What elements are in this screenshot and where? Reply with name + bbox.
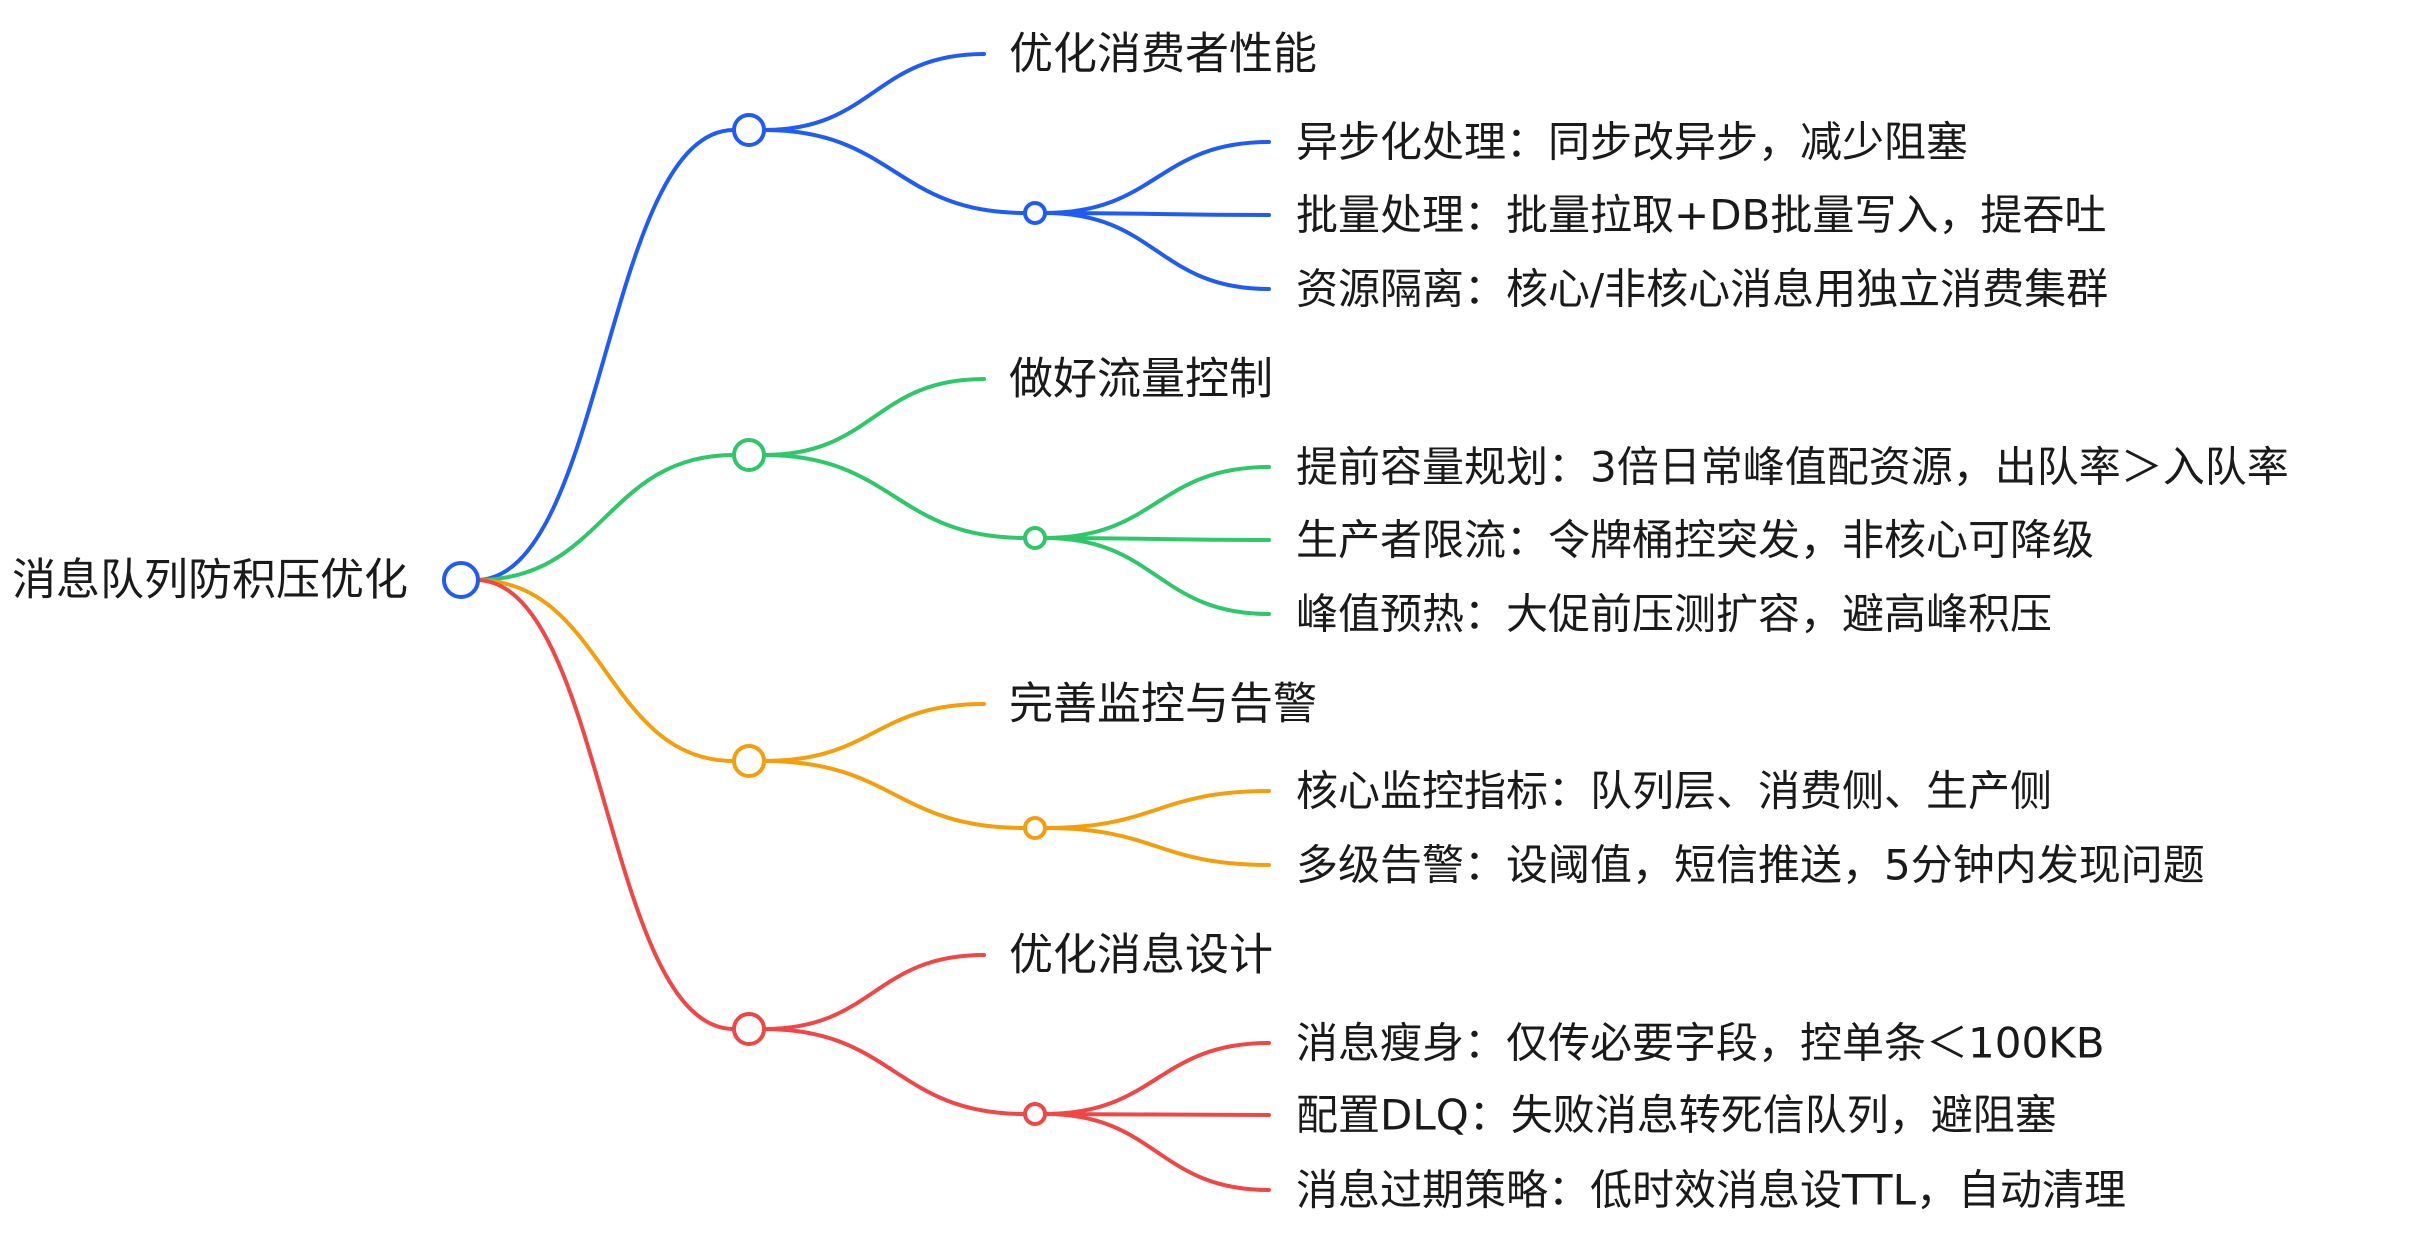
leaf-node-label: 配置DLQ：失败消息转死信队列，避阻塞 [1296, 1091, 2057, 1140]
leaf-edge [1043, 211, 1271, 291]
leaf-node-label: 多级告警：设阈值，短信推送，5分钟内发现问题 [1296, 841, 2205, 890]
mind-map-edges [474, 52, 1271, 1192]
leaf-node-label: 消息瘦身：仅传必要字段，控单条＜100KB [1296, 1019, 2105, 1068]
branch-collapse-toggle-icon[interactable] [732, 1012, 766, 1046]
branch-to-group-edge [762, 1027, 1027, 1116]
leaf-node-label: 峰值预热：大促前压测扩容，避高峰积压 [1296, 590, 2052, 639]
leaf-node-label: 异步化处理：同步改异步，减少阻塞 [1296, 118, 1968, 167]
leaf-node-label: 批量处理：批量拉取+DB批量写入，提吞吐 [1296, 191, 2106, 240]
leaf-edge [1043, 1112, 1271, 1192]
leaf-edge [1043, 536, 1271, 542]
branch-label-edge [762, 702, 986, 763]
branch-label-edge [762, 52, 986, 132]
branch-collapse-toggle-icon[interactable] [732, 744, 766, 778]
root-to-branch-edge [474, 453, 736, 582]
root-to-branch-edge [474, 128, 736, 582]
branch-to-group-edge [762, 453, 1027, 540]
root-to-branch-edge [474, 578, 736, 763]
root-collapse-toggle-icon[interactable] [442, 561, 480, 599]
root-node-label: 消息队列防积压优化 [12, 555, 408, 606]
leaf-node-label: 资源隔离：核心/非核心消息用独立消费集群 [1296, 265, 2108, 314]
leaf-node-label: 核心监控指标：队列层、消费侧、生产侧 [1296, 767, 2052, 816]
branch-label-edge [762, 377, 986, 457]
group-collapse-toggle-icon[interactable] [1023, 526, 1047, 550]
leaf-edge [1043, 211, 1271, 217]
branch-to-group-edge [762, 128, 1027, 215]
branch-collapse-toggle-icon[interactable] [732, 438, 766, 472]
leaf-node-label: 生产者限流：令牌桶控突发，非核心可降级 [1296, 516, 2094, 565]
branch-node-label: 优化消费者性能 [1009, 29, 1317, 80]
group-collapse-toggle-icon[interactable] [1023, 816, 1047, 840]
branch-node-label: 完善监控与告警 [1009, 679, 1317, 730]
mind-map-nodes: 异步化处理：同步改异步，减少阻塞批量处理：批量拉取+DB批量写入，提吞吐资源隔离… [12, 29, 2289, 1215]
branch-node-label: 优化消息设计 [1009, 930, 1273, 981]
branch-collapse-toggle-icon[interactable] [732, 113, 766, 147]
root-to-branch-edge [474, 578, 736, 1031]
leaf-edge [1043, 826, 1271, 867]
leaf-edge [1043, 465, 1271, 540]
leaf-edge [1043, 536, 1271, 616]
branch-to-group-edge [762, 759, 1027, 830]
group-collapse-toggle-icon[interactable] [1023, 201, 1047, 225]
branch-node-label: 做好流量控制 [1009, 354, 1273, 405]
leaf-node-label: 消息过期策略：低时效消息设TTL，自动清理 [1296, 1166, 2126, 1215]
leaf-node-label: 提前容量规划：3倍日常峰值配资源，出队率＞入队率 [1296, 443, 2289, 492]
group-collapse-toggle-icon[interactable] [1023, 1102, 1047, 1126]
leaf-edge [1043, 1112, 1271, 1117]
branch-label-edge [762, 953, 986, 1031]
leaf-edge [1043, 1041, 1271, 1116]
leaf-edge [1043, 789, 1271, 830]
leaf-edge [1043, 140, 1271, 215]
